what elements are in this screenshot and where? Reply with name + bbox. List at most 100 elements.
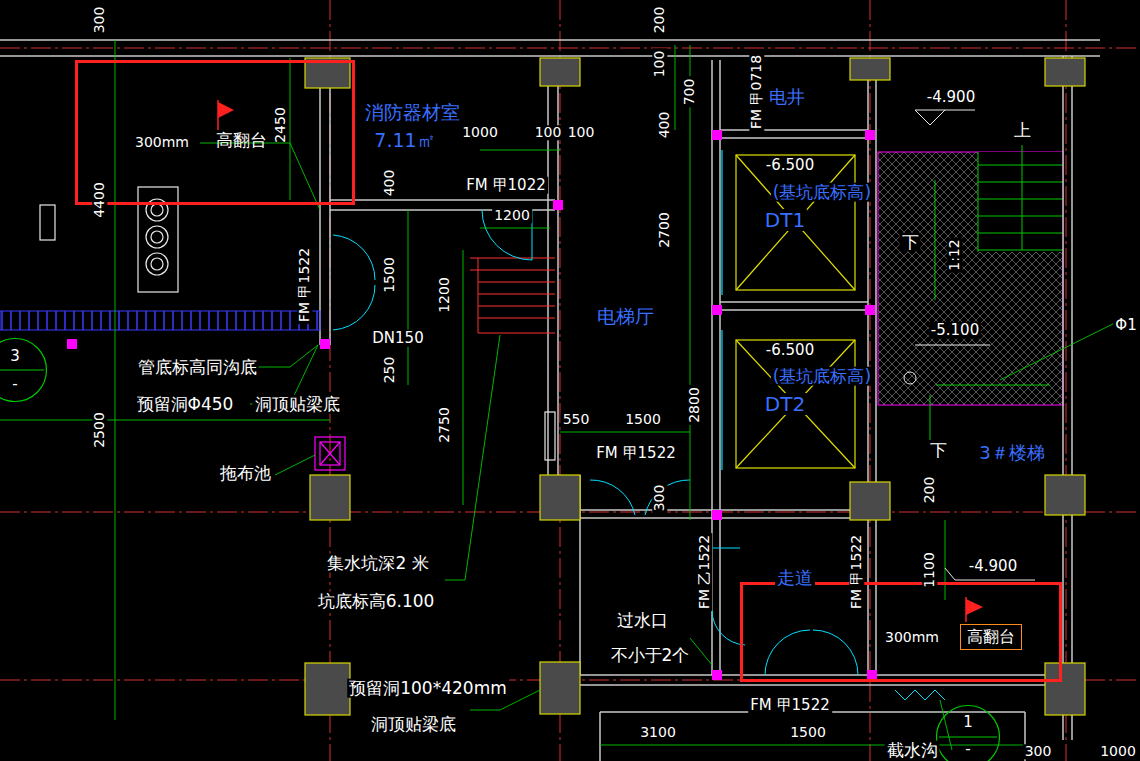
area-text: 7.11㎡ [372,130,437,151]
note-text: 拖布池 [218,464,273,483]
note-text: 不小于2个 [609,646,692,665]
stair-hatch [978,182,1063,183]
room-name: 电梯厅 [595,306,656,327]
note-text: 过水口 [615,611,670,630]
pipe-points [320,339,330,349]
pipe-points [867,670,877,680]
stair-steps [478,306,555,307]
level-mark: -4.900 [925,89,977,106]
stair-steps [478,318,555,319]
highlight-box: 300mm高翻台 [740,582,1062,682]
dimension: 2800 [687,385,702,425]
level-mark: -6.500 [764,342,816,359]
dimension: 2500 [92,410,107,450]
callout-circle: 1- [935,704,1001,761]
doors [765,630,858,675]
stair-steps [478,333,555,334]
stair-hatch [978,250,1063,251]
callout-divider [0,370,44,371]
flag-markers [966,599,983,615]
wall-lines [719,60,721,675]
callout-circle: 3- [0,337,48,403]
level-mark: -6.500 [764,157,816,174]
dimension: 2750 [437,405,452,445]
elevator-shafts [736,155,855,290]
flag-markers [218,100,983,622]
note-text: 2450 [273,105,288,145]
dimension: 200 [922,475,937,506]
elevator-shafts [736,340,855,468]
dimension-lines [560,432,690,433]
elevator-tag: DT2 [763,393,807,415]
stair-hatch [978,165,1063,166]
doors [590,480,690,515]
drain-channel [0,311,320,330]
dimension-lines [600,745,1025,746]
stair-steps [470,258,555,333]
stair-hatch [978,216,1063,217]
doors [333,210,945,700]
flag-markers [218,102,234,118]
level-markers [915,345,990,346]
wall-lines [330,199,555,201]
mop-sink [315,437,345,470]
pipe-points [712,130,722,140]
note-text: 管底标高同沟底 [136,358,259,377]
wall-lines [540,674,1063,676]
dimension-lines [480,228,550,229]
stair-hatch [935,180,936,300]
columns [540,58,580,86]
equipment [151,231,163,243]
wall-lines [540,684,1063,686]
callout-number: - [10,376,19,393]
leader-lines [940,700,952,750]
columns [1045,58,1085,86]
wall-lines [547,85,549,475]
stair-steps [478,258,479,333]
leader-lines [690,638,712,665]
stair-hatch [978,152,979,252]
dimension: 3100 [638,725,678,740]
drain-channel [0,311,320,330]
wall-lines [720,301,868,303]
door-tag: FM 甲0718 [749,53,764,131]
pipe-points [865,130,875,140]
wall-lines [557,85,559,475]
dimension: 4400 [92,180,107,220]
level-markers [915,110,975,125]
dimension: 1200 [437,275,452,315]
mop-sink [315,437,345,470]
wall-lines [720,129,868,131]
leader-lines [255,345,318,367]
pipe-points [67,339,77,349]
dimension-lines [0,420,330,421]
elevator-shafts [736,155,855,290]
stair-steps [470,270,555,271]
leader-lines [445,335,500,580]
dimension-lines [945,520,946,600]
dimension: 400 [382,168,397,199]
dimension: 700 [682,77,697,108]
mop-sink [320,442,340,465]
dimension: 300 [92,5,107,36]
dimension: 200 [652,5,667,36]
pipe-points [712,670,722,680]
note-text: Φ1 [1113,317,1138,334]
dimension: 100 [533,125,564,140]
dimension: 1000 [460,125,500,140]
level-mark: -5.100 [929,322,981,339]
dimension-lines [480,150,560,151]
equipment [146,253,168,275]
dimension: 100 [652,49,667,80]
note-text: 高翻台 [214,131,269,150]
note-text: 预留洞Φ450 [135,395,236,414]
note-text: 截水沟 [885,741,940,760]
callout-divider [939,737,997,738]
elevator-shafts [736,340,855,468]
highlight-box: 2450高翻台300mm [75,60,355,205]
note-text: 预留洞100*420mm [347,679,509,698]
stair-hatch [1022,145,1023,250]
stair-steps [470,258,555,259]
